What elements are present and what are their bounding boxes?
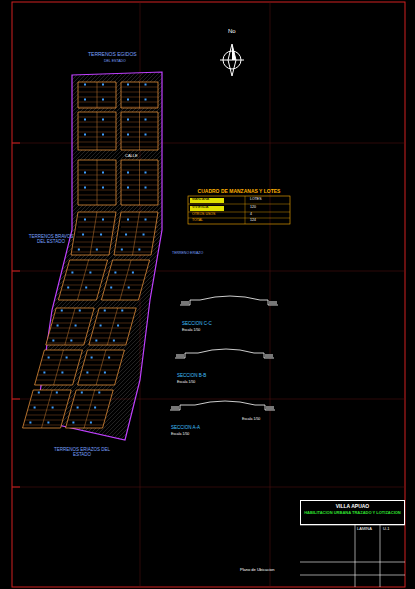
- map-label: Escala 1/50: [171, 433, 189, 437]
- map-label: LOTES: [250, 198, 261, 202]
- map-label: TERRENO ERIAZO: [172, 252, 203, 256]
- lot-table: CUADRO DE MANZANAS Y LOTES: [188, 187, 290, 196]
- title-block: VILLA APUAOHABILITACION URBANA TRAZADO Y…: [300, 500, 405, 525]
- map-label: CALLE: [125, 154, 138, 158]
- map-label: SECCION A-A: [171, 426, 200, 431]
- map-label: Escala 1/50: [242, 418, 260, 422]
- map-label: SECCION C-C: [182, 322, 212, 327]
- map-label: Escala 1/50: [177, 381, 195, 385]
- map-label: 4: [250, 213, 252, 217]
- map-label: VIVIENDA: [192, 206, 208, 210]
- map-label: TERRENOS EGIDOS: [88, 52, 137, 58]
- map-label: DEL ESTADO: [104, 60, 126, 64]
- map-label: U-1: [383, 527, 389, 531]
- map-label: MANZANA: [192, 198, 209, 202]
- map-label: LAMINA: [357, 527, 372, 531]
- map-label: Escala 1/50: [182, 329, 200, 333]
- map-label: 124: [250, 219, 256, 223]
- map-label: SECCION B-B: [177, 374, 206, 379]
- node-text: HABILITACION URBANA TRAZADO Y LOTIZACION: [304, 511, 401, 516]
- map-label: TOTAL: [192, 219, 203, 223]
- map-label: TERRENOS ERIAZOS DEL ESTADO: [52, 448, 112, 458]
- map-label: Plano de Ubicacion: [240, 568, 274, 572]
- node-text: CUADRO DE MANZANAS Y LOTES: [190, 189, 288, 195]
- map-label: No: [228, 28, 236, 35]
- map-label: OTROS USOS: [192, 213, 215, 217]
- map-label: TERRENOS BRAVOS DEL ESTADO: [26, 235, 76, 245]
- map-label: 120: [250, 206, 256, 210]
- node-text: VILLA APUAO: [304, 504, 401, 510]
